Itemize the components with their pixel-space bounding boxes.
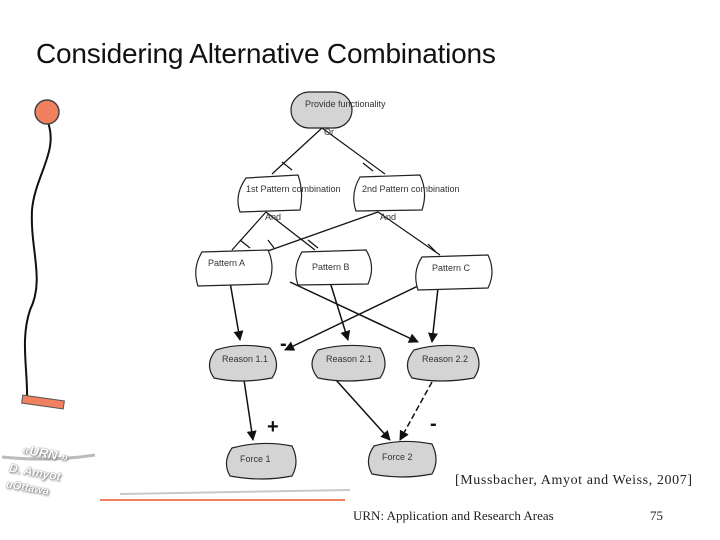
pattern-c-label: Pattern C — [432, 263, 471, 273]
softgoal-node-reason-2-2: Reason 2.2 — [406, 344, 480, 382]
task-node-pattern-b: Pattern B — [295, 249, 373, 286]
task-node-second-combination: 2nd Pattern combination — [353, 174, 460, 212]
softgoal-node-force-2: Force 2 — [367, 440, 437, 478]
decomposition-links — [231, 127, 441, 256]
goal-node: Provide functionality — [290, 91, 386, 129]
or-label: Or — [324, 127, 334, 137]
pattern-a-label: Pattern A — [208, 258, 245, 268]
pin-base-icon — [21, 394, 65, 410]
force-2-label: Force 2 — [382, 452, 413, 462]
plus-contribution-label: + — [267, 416, 279, 438]
reason-2-2-label: Reason 2.2 — [422, 354, 468, 364]
pattern-b-label: Pattern B — [312, 262, 350, 272]
goal-label: Provide functionality — [305, 99, 386, 109]
slide-title: Considering Alternative Combinations — [36, 38, 496, 69]
first-combo-label: 1st Pattern combination — [246, 184, 341, 194]
urn-logo: «URN » D. Amyot uOttawa — [2, 440, 93, 523]
task-node-first-combination: 1st Pattern combination — [237, 174, 341, 213]
pin-decoration — [21, 99, 65, 410]
minus-contribution-label-2: - — [280, 333, 287, 355]
page-number: 75 — [650, 508, 663, 523]
footer-text: URN: Application and Research Areas — [353, 508, 554, 523]
force-1-label: Force 1 — [240, 454, 271, 464]
and-right-label: And — [380, 212, 396, 222]
task-node-pattern-c: Pattern C — [415, 254, 493, 291]
softgoal-node-reason-2-1: Reason 2.1 — [311, 344, 386, 382]
minus-contribution-label: - — [430, 413, 437, 435]
logo-swoosh — [1, 453, 96, 461]
second-combo-label: 2nd Pattern combination — [362, 184, 460, 194]
reason-2-1-label: Reason 2.1 — [326, 354, 372, 364]
softgoal-node-reason-1-1: Reason 1.1 — [208, 344, 278, 382]
footer-swoosh — [119, 489, 351, 495]
reason-1-1-label: Reason 1.1 — [222, 354, 268, 364]
contribution-links — [229, 281, 439, 441]
softgoal-node-force-1: Force 1 — [225, 442, 297, 480]
task-node-pattern-a: Pattern A — [195, 249, 273, 287]
pin-head-icon — [34, 99, 60, 125]
and-left-label: And — [265, 212, 281, 222]
citation: [Mussbacher, Amyot and Weiss, 2007] — [455, 473, 693, 488]
